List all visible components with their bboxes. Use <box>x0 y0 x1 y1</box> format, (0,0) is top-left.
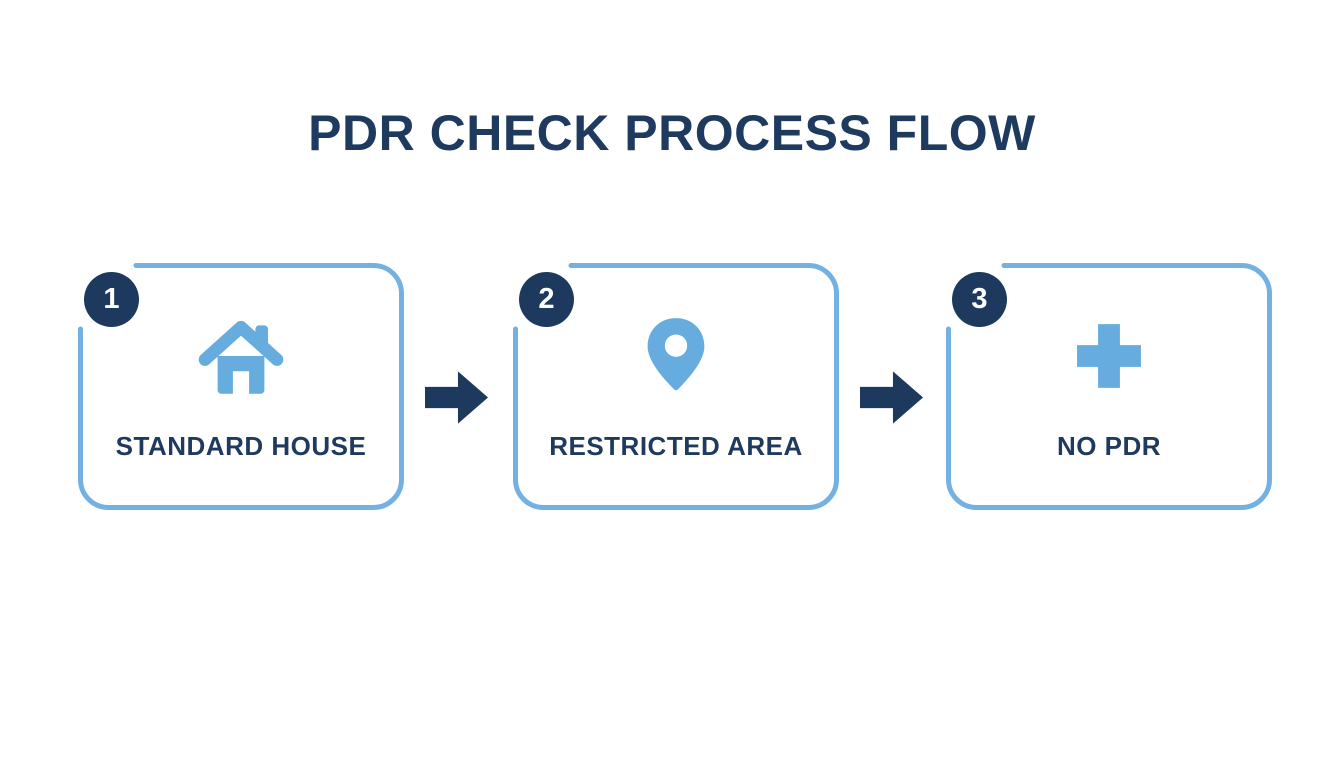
location-pin-icon <box>513 310 839 402</box>
arrow-right-icon <box>425 370 489 425</box>
step-label: STANDARD HOUSE <box>115 431 367 461</box>
step-number: 3 <box>971 283 988 315</box>
step-standard-house: 1 STANDARD HOUSE <box>78 263 404 510</box>
step-number: 1 <box>103 283 120 315</box>
step-box-outline <box>513 263 839 510</box>
step-box-outline <box>78 263 404 510</box>
house-icon <box>78 310 404 402</box>
step-restricted-area: 2 RESTRICTED AREA <box>513 263 839 510</box>
step-number-badge: 2 <box>519 272 574 327</box>
plus-icon <box>946 310 1272 402</box>
step-no-pdr: 3 NO PDR <box>946 263 1272 510</box>
step-box-outline <box>946 263 1272 510</box>
step-number-badge: 1 <box>84 272 139 327</box>
step-label: NO PDR <box>1056 431 1162 461</box>
arrow-right-icon <box>860 370 924 425</box>
step-number: 2 <box>538 283 555 315</box>
step-number-badge: 3 <box>952 272 1007 327</box>
page-title: PDR CHECK PROCESS FLOW <box>308 105 1036 161</box>
step-label: RESTRICTED AREA <box>549 431 803 461</box>
